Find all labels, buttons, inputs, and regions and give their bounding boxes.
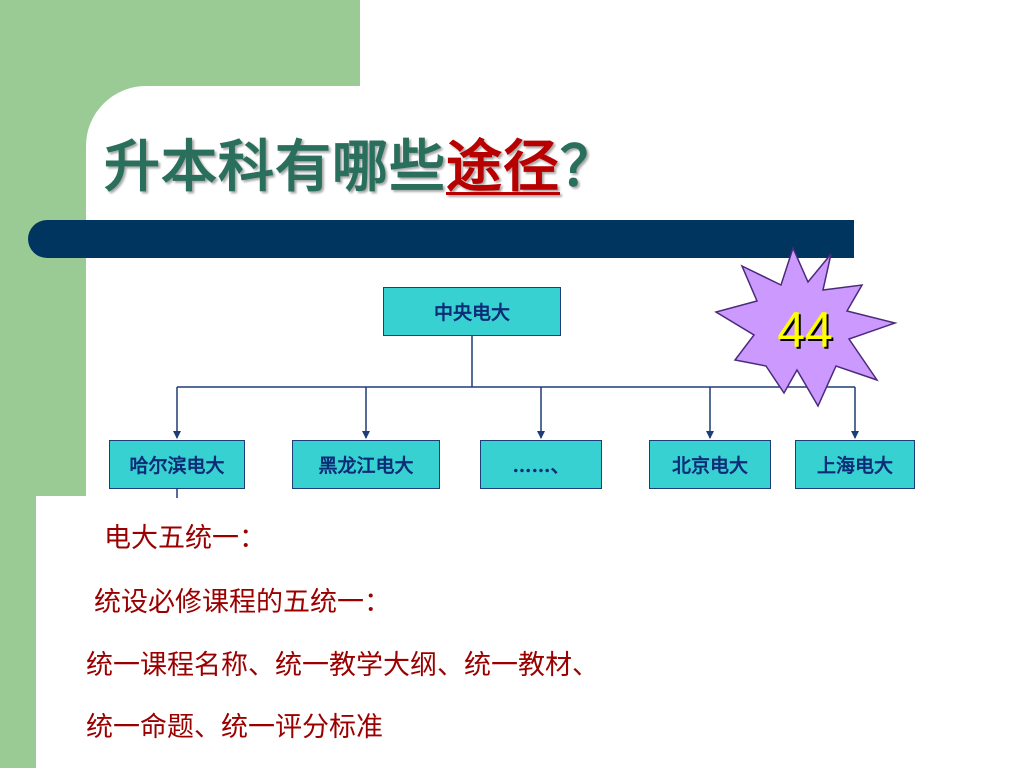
title-highlight: 途径 — [446, 135, 560, 200]
starburst-badge-icon — [714, 245, 898, 408]
org-box-child-3: ……、 — [480, 440, 602, 489]
body-line-4: 统一命题、统一评分标准 — [86, 712, 383, 743]
body-line-2: 统设必修课程的五统一： — [94, 587, 391, 618]
title-suffix: ？ — [560, 135, 617, 200]
body-line-1: 电大五统一： — [104, 523, 266, 554]
title-divider-bar — [28, 220, 854, 258]
org-box-child-5: 上海电大 — [795, 440, 915, 489]
badge-number: 44 — [777, 302, 833, 358]
org-box-child-4: 北京电大 — [649, 440, 771, 489]
body-line-3: 统一课程名称、统一教学大纲、统一教材、 — [86, 650, 599, 681]
org-box-child-1: 哈尔滨电大 — [109, 440, 245, 489]
org-box-child-2: 黑龙江电大 — [292, 440, 440, 489]
content-panel-lower — [36, 496, 1024, 768]
slide-title: 升本科有哪些途径？ — [104, 122, 617, 203]
title-main: 升本科有哪些 — [104, 135, 446, 200]
org-box-root: 中央电大 — [383, 287, 561, 336]
